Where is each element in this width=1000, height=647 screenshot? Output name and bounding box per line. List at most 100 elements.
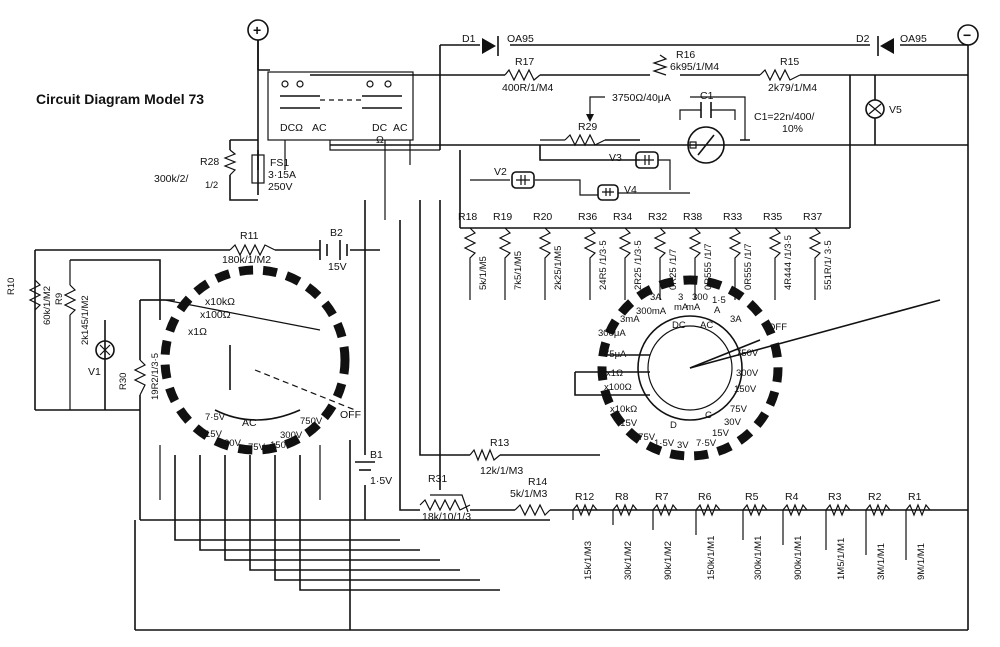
shunt-resistor-r35: R35 4R444 /1/3·5 <box>763 211 794 300</box>
svg-text:12k/1/M3: 12k/1/M3 <box>480 465 523 477</box>
svg-text:180k/1/M2: 180k/1/M2 <box>222 254 271 266</box>
svg-text:FS1: FS1 <box>270 157 289 169</box>
svg-text:150k/1/M1: 150k/1/M1 <box>706 536 717 580</box>
right-switch-label: x1Ω <box>606 368 623 379</box>
varistor-v5: V5 <box>865 99 902 119</box>
resistor-r16: R16 6k95/1/M4 <box>652 49 719 76</box>
svg-text:250V: 250V <box>268 181 293 193</box>
right-switch-label: x10kΩ <box>610 404 637 415</box>
svg-text:R9: R9 <box>54 293 65 305</box>
svg-text:R38: R38 <box>683 211 702 223</box>
svg-text:1M5/1/M1: 1M5/1/M1 <box>836 538 847 580</box>
resistor-r29: R29 <box>540 121 606 147</box>
function-switch: DCΩ AC DC Ω AC <box>267 71 440 220</box>
resistor-r9: R9 2k145/1/M2 <box>54 260 91 410</box>
svg-text:2k25/1/M5: 2k25/1/M5 <box>553 246 564 290</box>
shunt-resistor-r38: R38 0R555 /1/7 <box>683 211 714 300</box>
diagram-title: Circuit Diagram Model 73 <box>36 91 204 107</box>
varistor-v4: V4 <box>597 184 637 201</box>
left-range-label: 30V <box>224 438 242 449</box>
svg-text:3750Ω/40μA: 3750Ω/40μA <box>612 92 671 104</box>
svg-text:4R444 /1/3·5: 4R444 /1/3·5 <box>783 235 794 290</box>
svg-text:15V: 15V <box>328 261 347 273</box>
svg-text:OA95: OA95 <box>507 33 534 45</box>
svg-text:Ω: Ω <box>376 134 384 146</box>
svg-text:2k79/1/M4: 2k79/1/M4 <box>768 82 817 94</box>
right-switch-label: 300V <box>736 368 759 379</box>
battery-b1: B1 1·5V <box>355 200 392 520</box>
svg-text:V3: V3 <box>609 152 622 164</box>
svg-text:R33: R33 <box>723 211 742 223</box>
svg-text:R2: R2 <box>868 491 882 503</box>
right-switch-label: 150V <box>734 384 757 395</box>
right-switch-label: ·75V <box>635 432 656 443</box>
svg-text:0R555 /1/7: 0R555 /1/7 <box>703 244 714 290</box>
range-lines <box>159 445 321 500</box>
svg-text:R3: R3 <box>828 491 842 503</box>
left-range-label: 750V <box>300 416 323 427</box>
svg-text:R35: R35 <box>763 211 782 223</box>
right-switch-c: C <box>705 410 712 421</box>
right-switch-label: 300μA <box>598 328 626 339</box>
resistor-r3: R3 1M5/1/M1 <box>825 491 851 580</box>
svg-text:V2: V2 <box>494 166 507 178</box>
capacitor-c1: C1 C1=22n/400/ 10% <box>679 90 815 135</box>
resistor-r7: R7 90k/1/M2 <box>652 491 678 580</box>
svg-text:300k/1/M1: 300k/1/M1 <box>753 536 764 580</box>
svg-text:C1=22n/400/: C1=22n/400/ <box>754 111 815 123</box>
left-range-label: 75V <box>248 442 266 453</box>
resistor-r2: R2 3M/1/M1 <box>865 491 891 580</box>
diode-d2: D2 OA95 <box>856 33 927 56</box>
svg-text:D1: D1 <box>462 33 476 45</box>
right-switch-label: mA <box>674 302 689 313</box>
svg-text:400R/1/M4: 400R/1/M4 <box>502 82 554 94</box>
right-switch-label: 30V <box>724 417 742 428</box>
right-switch-label: A <box>714 305 721 316</box>
resistor-r14: R14 5k/1/M3 <box>510 476 551 517</box>
right-switch-label: 1·5V <box>654 438 675 449</box>
svg-text:R5: R5 <box>745 491 759 503</box>
fuse-fs1: R28 300k/2/ 1/2 FS1 3·15A 250V <box>154 139 296 201</box>
svg-text:R16: R16 <box>676 49 695 61</box>
svg-text:R10: R10 <box>6 278 17 295</box>
svg-text:6k95/1/M4: 6k95/1/M4 <box>670 61 719 73</box>
svg-text:D2: D2 <box>856 33 870 45</box>
resistor-r11: R11 180k/1/M2 <box>222 230 276 266</box>
positive-terminal: + <box>247 19 269 41</box>
svg-text:10%: 10% <box>782 123 803 135</box>
left-wiring <box>34 249 380 520</box>
svg-text:R7: R7 <box>655 491 669 503</box>
left-range-label: 15V <box>205 429 223 440</box>
right-switch-label: 15V <box>712 428 730 439</box>
right-switch-label: 7·5V <box>696 438 717 449</box>
svg-text:1/2: 1/2 <box>205 180 218 191</box>
right-switch-label: 3A <box>730 314 742 325</box>
svg-text:90k/1/M2: 90k/1/M2 <box>663 541 674 580</box>
right-switch-label: 3A <box>650 292 662 303</box>
right-switch-label: 300 <box>692 292 708 303</box>
right-switch-label: 3 <box>678 292 683 303</box>
svg-text:R29: R29 <box>578 121 597 133</box>
resistor-r30: R30 19R2/1/3·5 <box>118 353 161 400</box>
svg-text:V4: V4 <box>624 184 637 196</box>
svg-text:R6: R6 <box>698 491 712 503</box>
battery-b2: B2 15V <box>319 227 348 273</box>
svg-text:R14: R14 <box>528 476 547 488</box>
svg-text:3M/1/M1: 3M/1/M1 <box>876 543 887 580</box>
left-range-label: 300V <box>280 430 303 441</box>
svg-text:R17: R17 <box>515 56 534 68</box>
svg-text:x1Ω: x1Ω <box>188 326 207 338</box>
right-switch-label: mA <box>686 302 701 313</box>
svg-text:DC: DC <box>372 122 388 134</box>
right-switch-ac: AC <box>700 320 713 331</box>
right-switch-label: 1·5 <box>712 295 726 306</box>
svg-text:3·15A: 3·15A <box>268 169 296 181</box>
svg-text:OFF: OFF <box>340 409 361 421</box>
svg-text:9M/1/M1: 9M/1/M1 <box>916 543 927 580</box>
